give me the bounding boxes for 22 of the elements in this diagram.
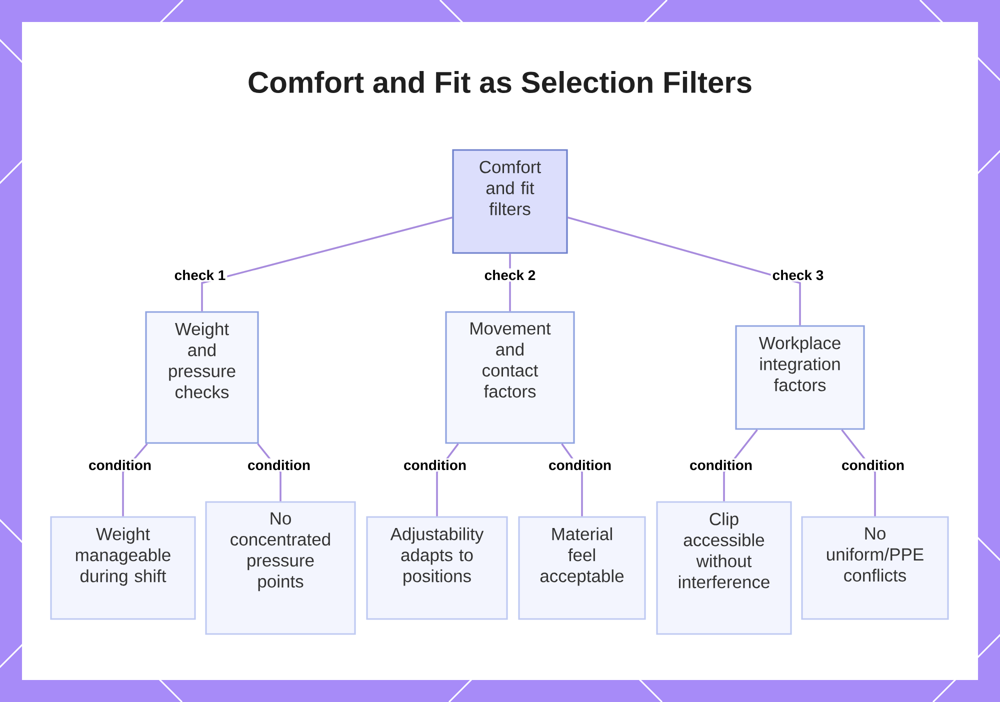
- process-box: Workplace integration factors: [735, 325, 865, 430]
- process-box: Weight manageable during shift: [50, 516, 196, 620]
- process-box: No uniform/PPE conflicts: [801, 516, 949, 620]
- edge-label: check 3: [770, 268, 826, 282]
- connector-line: [201, 216, 452, 312]
- process-box: Clip accessible without interference: [656, 501, 792, 635]
- connector-line: [568, 216, 801, 326]
- process-box: No concentrated pressure points: [205, 501, 356, 635]
- edge-label: condition: [246, 458, 312, 472]
- process-box: Adjustability adapts to positions: [366, 516, 508, 620]
- process-box: Weight and pressure checks: [145, 311, 259, 444]
- edge-label: check 2: [482, 268, 538, 282]
- edge-label: check 1: [172, 268, 228, 282]
- edge-label: condition: [840, 458, 906, 472]
- process-box: Comfort and fit filters: [452, 149, 568, 254]
- edge-label: condition: [547, 458, 613, 472]
- process-box: Material feel acceptable: [518, 516, 646, 620]
- edge-label: condition: [688, 458, 754, 472]
- title: Comfort and Fit as Selection Filters: [248, 71, 752, 94]
- edge-label: condition: [402, 458, 468, 472]
- process-box: Movement and contact factors: [445, 311, 575, 444]
- edge-label: condition: [87, 458, 153, 472]
